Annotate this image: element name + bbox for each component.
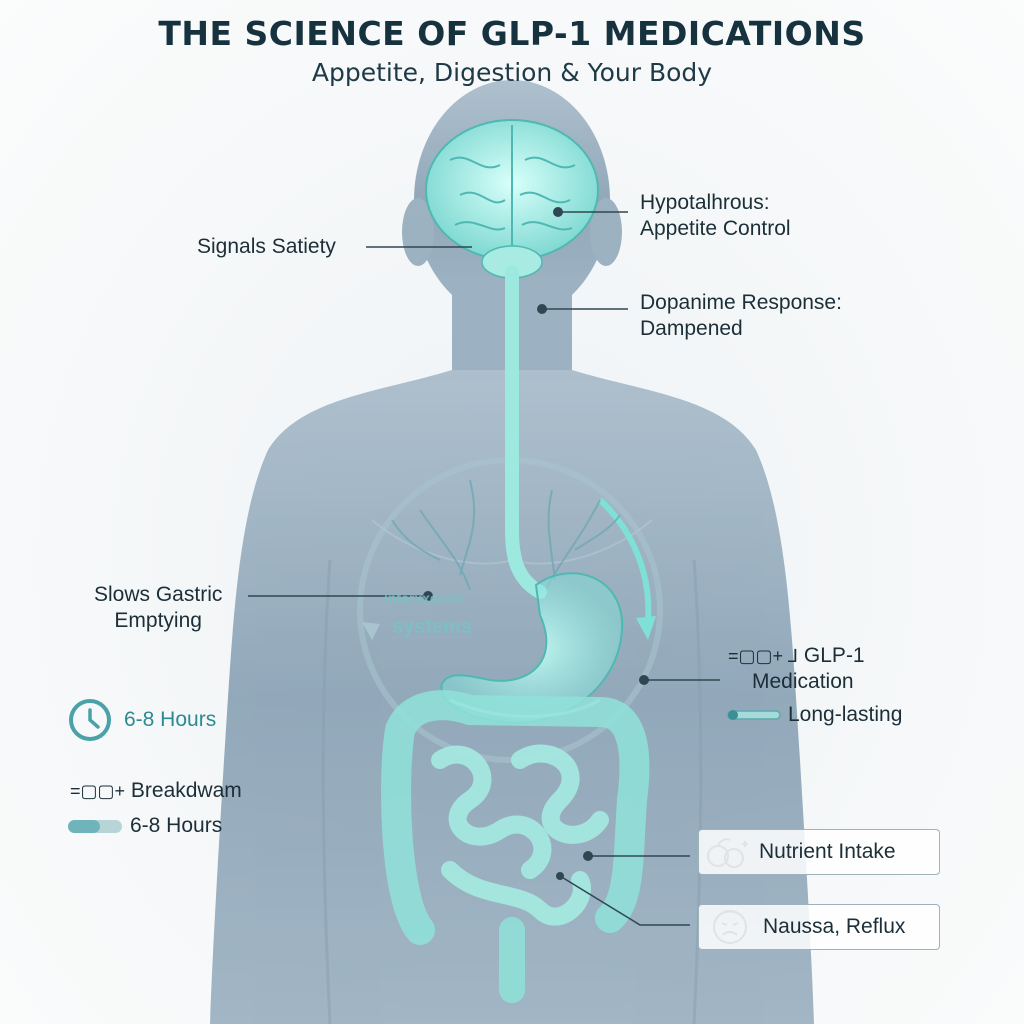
nutrient-intake-box: Nutrient Intake xyxy=(698,829,940,875)
nausea-reflux-box: Naussa, Reflux xyxy=(698,904,940,950)
clock-icon xyxy=(69,699,111,741)
brain xyxy=(425,119,599,279)
label-glp1-line2: Medication xyxy=(752,670,854,693)
label-center-systems: systems xyxy=(392,616,473,638)
page-title: THE SCIENCE OF GLP-1 MEDICATIONS xyxy=(158,14,866,53)
label-dopamine: Dopanime Response: Dampened xyxy=(640,290,842,342)
label-hypothalamus-line2: Appetite Control xyxy=(640,217,791,240)
label-hours-clock: 6-8 Hours xyxy=(124,708,217,731)
nausea-reflux-text: Naussa, Reflux xyxy=(763,915,906,938)
label-long-lasting: Long-lasting xyxy=(788,703,903,726)
esophagus xyxy=(505,265,547,599)
label-dopamine-line2: Dampened xyxy=(640,317,743,340)
progress-bar-icon xyxy=(68,820,122,833)
large-intestine xyxy=(381,690,650,945)
label-gastric-line1: Slows Gastric xyxy=(94,583,223,606)
label-hours-bar: 6-8 Hours xyxy=(130,814,223,837)
label-gastric-line2: Emptying xyxy=(114,609,202,632)
molecule-icon: =▢▢+ ⅃ xyxy=(728,646,799,666)
long-lasting-bar-icon xyxy=(727,710,781,720)
label-center-small: interxxeeed xyxy=(384,590,462,606)
leader-dots xyxy=(423,207,649,880)
label-breakdown: =▢▢+ Breakdwam xyxy=(70,778,242,804)
label-signals-satiety: Signals Satiety xyxy=(197,235,336,258)
label-dopamine-line1: Dopanime Response: xyxy=(640,291,842,314)
label-glp1: =▢▢+ ⅃ GLP-1 Medication xyxy=(728,643,865,695)
breakdown-molecule-icon: =▢▢+ xyxy=(70,781,126,801)
label-breakdown-text: Breakdwam xyxy=(130,779,242,802)
page-subtitle: Appetite, Digestion & Your Body xyxy=(311,58,713,87)
nutrient-intake-text: Nutrient Intake xyxy=(759,840,896,863)
label-hypothalamus: Hypotalhrous: Appetite Control xyxy=(640,190,791,242)
label-gastric: Slows Gastric Emptying xyxy=(94,582,222,634)
small-intestine xyxy=(431,744,609,926)
label-glp1-line1: GLP-1 xyxy=(803,644,865,667)
label-hypothalamus-line1: Hypotalhrous: xyxy=(640,191,770,214)
leader-lines xyxy=(248,211,720,926)
